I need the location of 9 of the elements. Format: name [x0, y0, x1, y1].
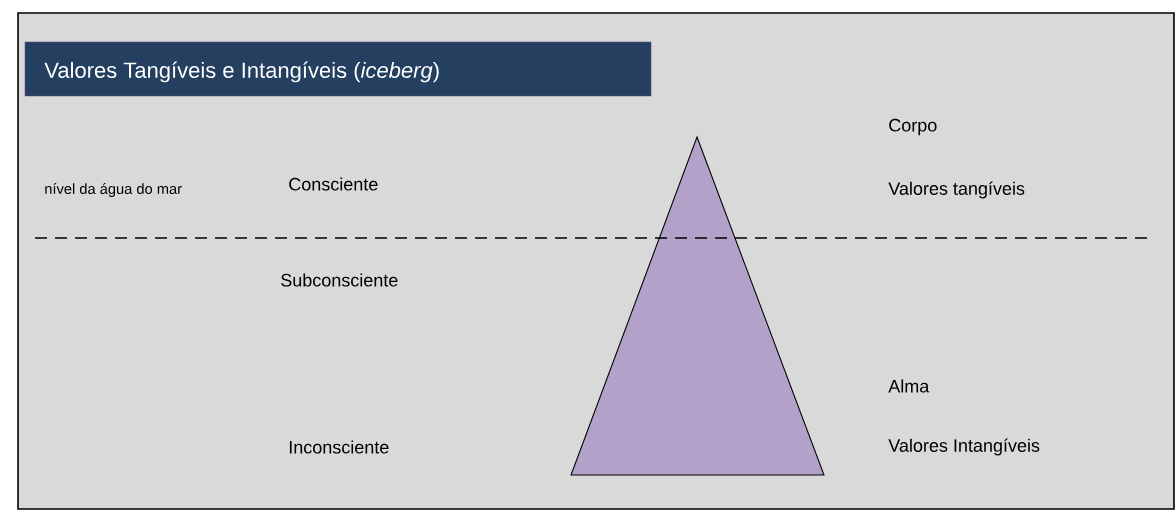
title-banner: Valores Tangíveis e Intangíveis (iceberg) — [24, 41, 652, 97]
label: nível da água do mar — [45, 183, 182, 197]
label: Valores tangíveis — [888, 181, 1025, 199]
label: Consciente — [289, 177, 378, 191]
label: Corpo — [889, 118, 937, 136]
label: Subconsciente — [281, 273, 398, 287]
label: Valores Intangíveis — [888, 438, 1040, 456]
label: Alma — [888, 379, 930, 393]
label: Inconsciente — [289, 440, 389, 454]
